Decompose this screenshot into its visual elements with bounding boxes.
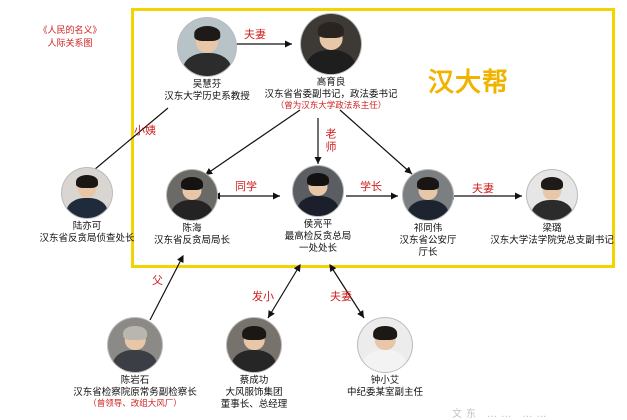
title-line-1: 《人民的名义》 <box>38 26 102 36</box>
person-hou-liangping[interactable]: 侯亮平 最高检反贪总局 一处处长 <box>268 166 368 255</box>
diagram-title: 《人民的名义》 人际关系图 <box>10 25 130 51</box>
avatar <box>527 170 577 220</box>
rel-label-hou-zhong: 夫妻 <box>330 290 352 303</box>
rel-label-chen-hou: 同学 <box>235 180 257 193</box>
edge-wu-lu <box>87 107 169 176</box>
person-role: 汉东省反贪局侦查处长 <box>39 233 135 244</box>
person-cai-chenggong[interactable]: 蔡成功 大风服饰集团 董事长、总经理 <box>204 318 304 411</box>
edge-hou-cai <box>267 263 301 319</box>
person-chen-hai[interactable]: 陈海 汉东省反贪局局长 <box>142 170 242 247</box>
person-role-line-2: 厅长 <box>418 247 438 258</box>
person-role: 大风服饰集团 <box>225 387 283 398</box>
person-name: 吴慧芬 <box>192 79 222 90</box>
person-name: 陆亦可 <box>72 221 102 232</box>
avatar <box>167 170 217 220</box>
avatar <box>108 318 162 372</box>
avatar <box>62 168 112 218</box>
rel-label-hou-qi: 学长 <box>360 180 382 193</box>
person-role: 最高检反贪总局 <box>284 231 352 242</box>
person-role: 汉东省省委副书记，政法委书记 <box>264 89 398 100</box>
avatar <box>227 318 281 372</box>
person-note: （曾为汉东大学政法系主任） <box>275 101 387 111</box>
person-name: 梁璐 <box>542 223 562 234</box>
person-qi-tongwei[interactable]: 祁同伟 汉东省公安厅 厅长 <box>378 170 478 259</box>
person-liang-lu[interactable]: 梁璐 汉东大学法学院党总支副书记 <box>482 170 622 247</box>
rel-label-hou-cai: 发小 <box>252 290 274 303</box>
avatar <box>301 14 361 74</box>
edge-gao-chen <box>204 109 301 176</box>
person-name: 陈海 <box>182 223 202 234</box>
person-wu-huifen[interactable]: 吴慧芬 汉东大学历史系教授 <box>152 18 262 103</box>
person-role: 中纪委某室副主任 <box>346 387 423 398</box>
person-chen-yanshi[interactable]: 陈岩石 汉东省检察院原常务副检察长 （曾领导、改组大风厂） <box>60 318 210 410</box>
rel-label-wu-lu: 小姨 <box>134 124 156 137</box>
person-lu-yike[interactable]: 陆亦可 汉东省反贪局侦查处长 <box>22 168 152 245</box>
person-role-line-2: 董事长、总经理 <box>220 399 288 410</box>
edge-chen-father <box>149 254 184 321</box>
cut-off-footer-text: 文东 …… …… <box>452 409 551 420</box>
person-name: 祁同伟 <box>413 223 443 234</box>
person-gao-yuliang[interactable]: 高育良 汉东省省委副书记，政法委书记 （曾为汉东大学政法系主任） <box>236 14 426 112</box>
person-name: 蔡成功 <box>239 375 269 386</box>
title-line-2: 人际关系图 <box>47 39 93 49</box>
edge-hou-zhong <box>329 263 365 319</box>
avatar <box>358 318 412 372</box>
rel-label-qi-liang: 夫妻 <box>472 182 494 195</box>
edge-gao-qi <box>339 109 413 175</box>
person-name: 侯亮平 <box>303 219 333 230</box>
faction-label: 汉大帮 <box>428 68 510 98</box>
person-name: 高育良 <box>316 77 346 88</box>
person-name: 陈岩石 <box>120 375 150 386</box>
person-note: （曾领导、改组大风厂） <box>88 399 182 409</box>
person-name: 钟小艾 <box>370 375 400 386</box>
person-role: 汉东大学法学院党总支副书记 <box>490 235 614 246</box>
rel-label-chen-father: 父 <box>152 274 163 287</box>
avatar <box>293 166 343 216</box>
person-role: 汉东大学历史系教授 <box>164 91 250 102</box>
person-role-line-2: 一处处长 <box>298 243 337 254</box>
avatar <box>178 18 236 76</box>
person-role: 汉东省检察院原常务副检察长 <box>73 387 197 398</box>
person-role: 汉东省反贪局局长 <box>153 235 230 246</box>
person-zhong-xiaoai[interactable]: 钟小艾 中纪委某室副主任 <box>330 318 440 399</box>
rel-label-gao-hou: 老师 <box>324 128 337 154</box>
rel-label-wu-gao: 夫妻 <box>244 28 266 41</box>
person-role: 汉东省公安厅 <box>399 235 457 246</box>
avatar <box>403 170 453 220</box>
